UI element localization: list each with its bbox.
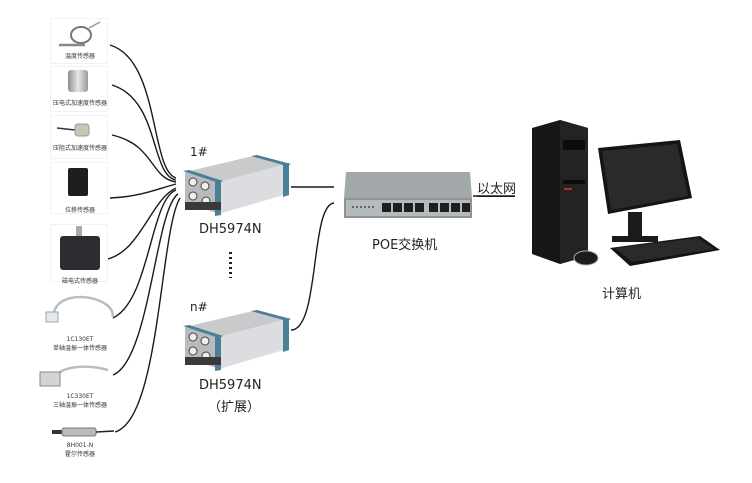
- sensor-label: 位移传感器: [64, 207, 95, 214]
- switch-label: POE交换机: [372, 238, 438, 253]
- sensor-label: 单轴温振一体传感器: [52, 345, 107, 352]
- magnetoelectric-sensor-icon: [60, 236, 100, 270]
- sensor-model: 8H001-N: [66, 442, 94, 449]
- hall-sensor-icon: [52, 427, 115, 437]
- vertical-dots-icon: [229, 252, 232, 278]
- wire-temperature: [109, 44, 177, 179]
- computer-icon: [532, 120, 720, 266]
- temperature-probe-icon: [59, 21, 101, 47]
- ethernet-line: [477, 196, 515, 197]
- wire-magnetoelectric: [102, 187, 177, 261]
- connector-icon: [76, 226, 82, 238]
- collector-ellipsis: [228, 252, 234, 278]
- accelerometer-cable-icon: [56, 123, 90, 137]
- collector-name: DH5974N: [199, 222, 262, 237]
- accelerometer-icon: [68, 70, 88, 92]
- wire-triaxial: [112, 193, 179, 376]
- collector-device-icon: [183, 155, 291, 216]
- wire-displacement: [109, 183, 177, 199]
- ethernet-label: 以太网: [477, 182, 517, 197]
- sensor-model: 1C330ET: [66, 393, 94, 400]
- sensor-label: 霍尔传感器: [64, 451, 95, 458]
- sensor-label: 压阻式加速度传感器: [52, 145, 107, 152]
- wire-piezo-electric: [111, 84, 177, 181]
- wire-single-axis: [112, 189, 177, 319]
- collector-index-label: n#: [190, 300, 208, 314]
- displacement-sensor-icon: [68, 168, 88, 196]
- wire-piezo-resistive: [111, 134, 177, 183]
- sensor-label: 三轴温振一体传感器: [52, 402, 107, 409]
- triaxial-cable-sensor-icon: [39, 365, 109, 387]
- collector-index-label: 1#: [190, 145, 208, 159]
- sensor-label: 温度传感器: [64, 53, 95, 60]
- sensor-label: 压电式加速度传感器: [52, 100, 107, 107]
- computer-label: 计算机: [602, 287, 642, 302]
- collector-note: （扩展）: [208, 400, 261, 415]
- wire-hall: [114, 197, 181, 433]
- collector-device-icon: [183, 310, 291, 371]
- collector-name: DH5974N: [199, 378, 262, 393]
- single-axis-cable-sensor-icon: [45, 295, 114, 323]
- sensor-model: 1C130ET: [66, 336, 94, 343]
- sensor-label: 磁电式传感器: [61, 278, 98, 285]
- wire-collectorn-switch: [290, 202, 335, 331]
- switch-device-icon: [344, 172, 472, 218]
